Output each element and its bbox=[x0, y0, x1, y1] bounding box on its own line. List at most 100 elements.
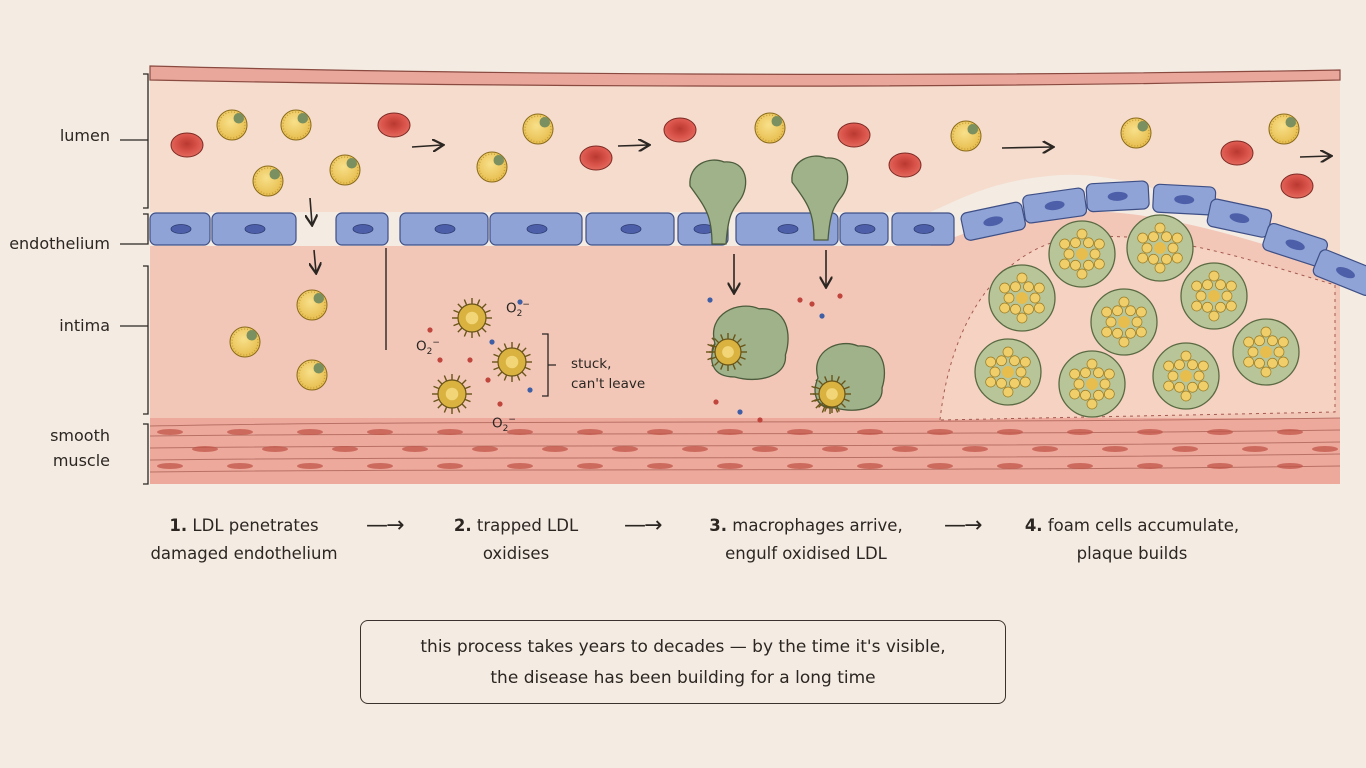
muscle-nucleus bbox=[1102, 446, 1128, 452]
muscle-nucleus bbox=[647, 463, 673, 469]
ldl-particle-icon bbox=[280, 109, 312, 141]
annotation-stuck-line2: can't leave bbox=[571, 376, 646, 392]
red-blood-cell-icon bbox=[1280, 173, 1314, 199]
foam-cell-icon bbox=[1058, 350, 1126, 418]
muscle-nucleus bbox=[1277, 429, 1303, 435]
foam-cell-icon bbox=[1180, 262, 1248, 330]
muscle-nucleus bbox=[682, 446, 708, 452]
muscle-nucleus bbox=[227, 429, 253, 435]
ldl-particle-icon bbox=[216, 109, 248, 141]
muscle-nucleus bbox=[857, 463, 883, 469]
particles bbox=[170, 109, 1314, 423]
oxidised-ldl-icon bbox=[452, 298, 492, 338]
muscle-nucleus bbox=[1242, 446, 1268, 452]
arrow-icon bbox=[1299, 156, 1330, 157]
ldl-particle-icon bbox=[1120, 117, 1152, 149]
label-muscle: muscle bbox=[52, 451, 110, 470]
muscle-nucleus bbox=[927, 463, 953, 469]
radical-dot bbox=[809, 301, 815, 307]
radical-dot bbox=[819, 313, 825, 319]
muscle-nucleus bbox=[367, 463, 393, 469]
oxidised-ldl-icon bbox=[492, 342, 532, 382]
endothelial-cell bbox=[960, 201, 1026, 241]
arrow-icon bbox=[314, 249, 316, 272]
stuck-bracket bbox=[542, 333, 556, 397]
radical-dot bbox=[797, 297, 803, 303]
smooth-muscle-layer bbox=[150, 418, 1340, 484]
muscle-nucleus bbox=[507, 429, 533, 435]
o2-radical-label: O2− bbox=[416, 338, 440, 358]
red-blood-cell-icon bbox=[888, 152, 922, 178]
oxidised-ldl-icon bbox=[432, 374, 472, 414]
muscle-nucleus bbox=[542, 446, 568, 452]
muscle-nucleus bbox=[1312, 446, 1338, 452]
muscle-nucleus bbox=[1277, 463, 1303, 469]
muscle-nucleus bbox=[787, 463, 813, 469]
muscle-nucleus bbox=[437, 463, 463, 469]
arrow-icon bbox=[310, 197, 312, 224]
arrow-icon bbox=[617, 145, 648, 146]
muscle-nucleus bbox=[1067, 463, 1093, 469]
muscle-nucleus bbox=[612, 446, 638, 452]
step-3: 3. macrophages arrive,engulf oxidised LD… bbox=[709, 516, 903, 563]
annotation-stuck-line1: stuck, bbox=[571, 356, 612, 372]
ldl-particle-icon bbox=[1268, 113, 1300, 145]
muscle-nucleus bbox=[157, 463, 183, 469]
endothelial-cell bbox=[211, 212, 297, 246]
radical-dot bbox=[427, 327, 433, 333]
ldl-particle-icon bbox=[296, 359, 328, 391]
muscle-nucleus bbox=[1207, 429, 1233, 435]
outer-vessel-wall bbox=[149, 65, 1341, 87]
muscle-nucleus bbox=[1032, 446, 1058, 452]
layer-brackets bbox=[120, 73, 149, 485]
endothelial-cell bbox=[399, 212, 489, 246]
muscle-nucleus bbox=[717, 429, 743, 435]
o2-radical-label: O2− bbox=[506, 300, 530, 320]
foam-cell-icon bbox=[1232, 318, 1300, 386]
muscle-nucleus bbox=[787, 429, 813, 435]
muscle-nucleus bbox=[822, 446, 848, 452]
radical-dot bbox=[837, 293, 843, 299]
muscle-nucleus bbox=[892, 446, 918, 452]
endothelial-cell bbox=[149, 212, 211, 246]
muscle-nucleus bbox=[1067, 429, 1093, 435]
muscle-nucleus bbox=[1172, 446, 1198, 452]
radical-dot bbox=[437, 357, 443, 363]
muscle-nucleus bbox=[857, 429, 883, 435]
summary-note: this process takes years to decades — by… bbox=[360, 620, 1006, 704]
muscle-nucleus bbox=[297, 463, 323, 469]
muscle-nucleus bbox=[262, 446, 288, 452]
endothelial-cell bbox=[335, 212, 389, 246]
muscle-nucleus bbox=[752, 446, 778, 452]
arrow-icon: —→ bbox=[366, 513, 404, 538]
endothelial-cell bbox=[891, 212, 955, 246]
radical-dot bbox=[497, 401, 503, 407]
endothelial-cell bbox=[1262, 222, 1329, 267]
muscle-nucleus bbox=[1207, 463, 1233, 469]
muscle-nucleus bbox=[367, 429, 393, 435]
foam-cell-icon bbox=[1090, 288, 1158, 356]
muscle-nuclei bbox=[157, 429, 1338, 469]
note-line1: this process takes years to decades — by… bbox=[420, 637, 946, 657]
oxidised-ldl-icon bbox=[813, 375, 851, 413]
muscle-nucleus bbox=[1137, 463, 1163, 469]
label-smooth: smooth bbox=[50, 426, 110, 445]
foam-cells bbox=[974, 214, 1300, 418]
endothelial-cell bbox=[1206, 198, 1273, 238]
muscle-nucleus bbox=[472, 446, 498, 452]
label-lumen: lumen bbox=[59, 126, 110, 145]
foam-cell-icon bbox=[1126, 214, 1194, 282]
muscle-nucleus bbox=[577, 429, 603, 435]
red-blood-cell-icon bbox=[170, 132, 204, 158]
foam-cell-icon bbox=[974, 338, 1042, 406]
ldl-particle-icon bbox=[476, 151, 508, 183]
flow-arrows bbox=[310, 145, 1330, 292]
endothelial-cell bbox=[1312, 249, 1366, 296]
ldl-particle-icon bbox=[329, 154, 361, 186]
endothelium-cells bbox=[149, 180, 1366, 296]
muscle-nucleus bbox=[437, 429, 463, 435]
muscle-nucleus bbox=[997, 429, 1023, 435]
radical-dot bbox=[757, 417, 763, 423]
